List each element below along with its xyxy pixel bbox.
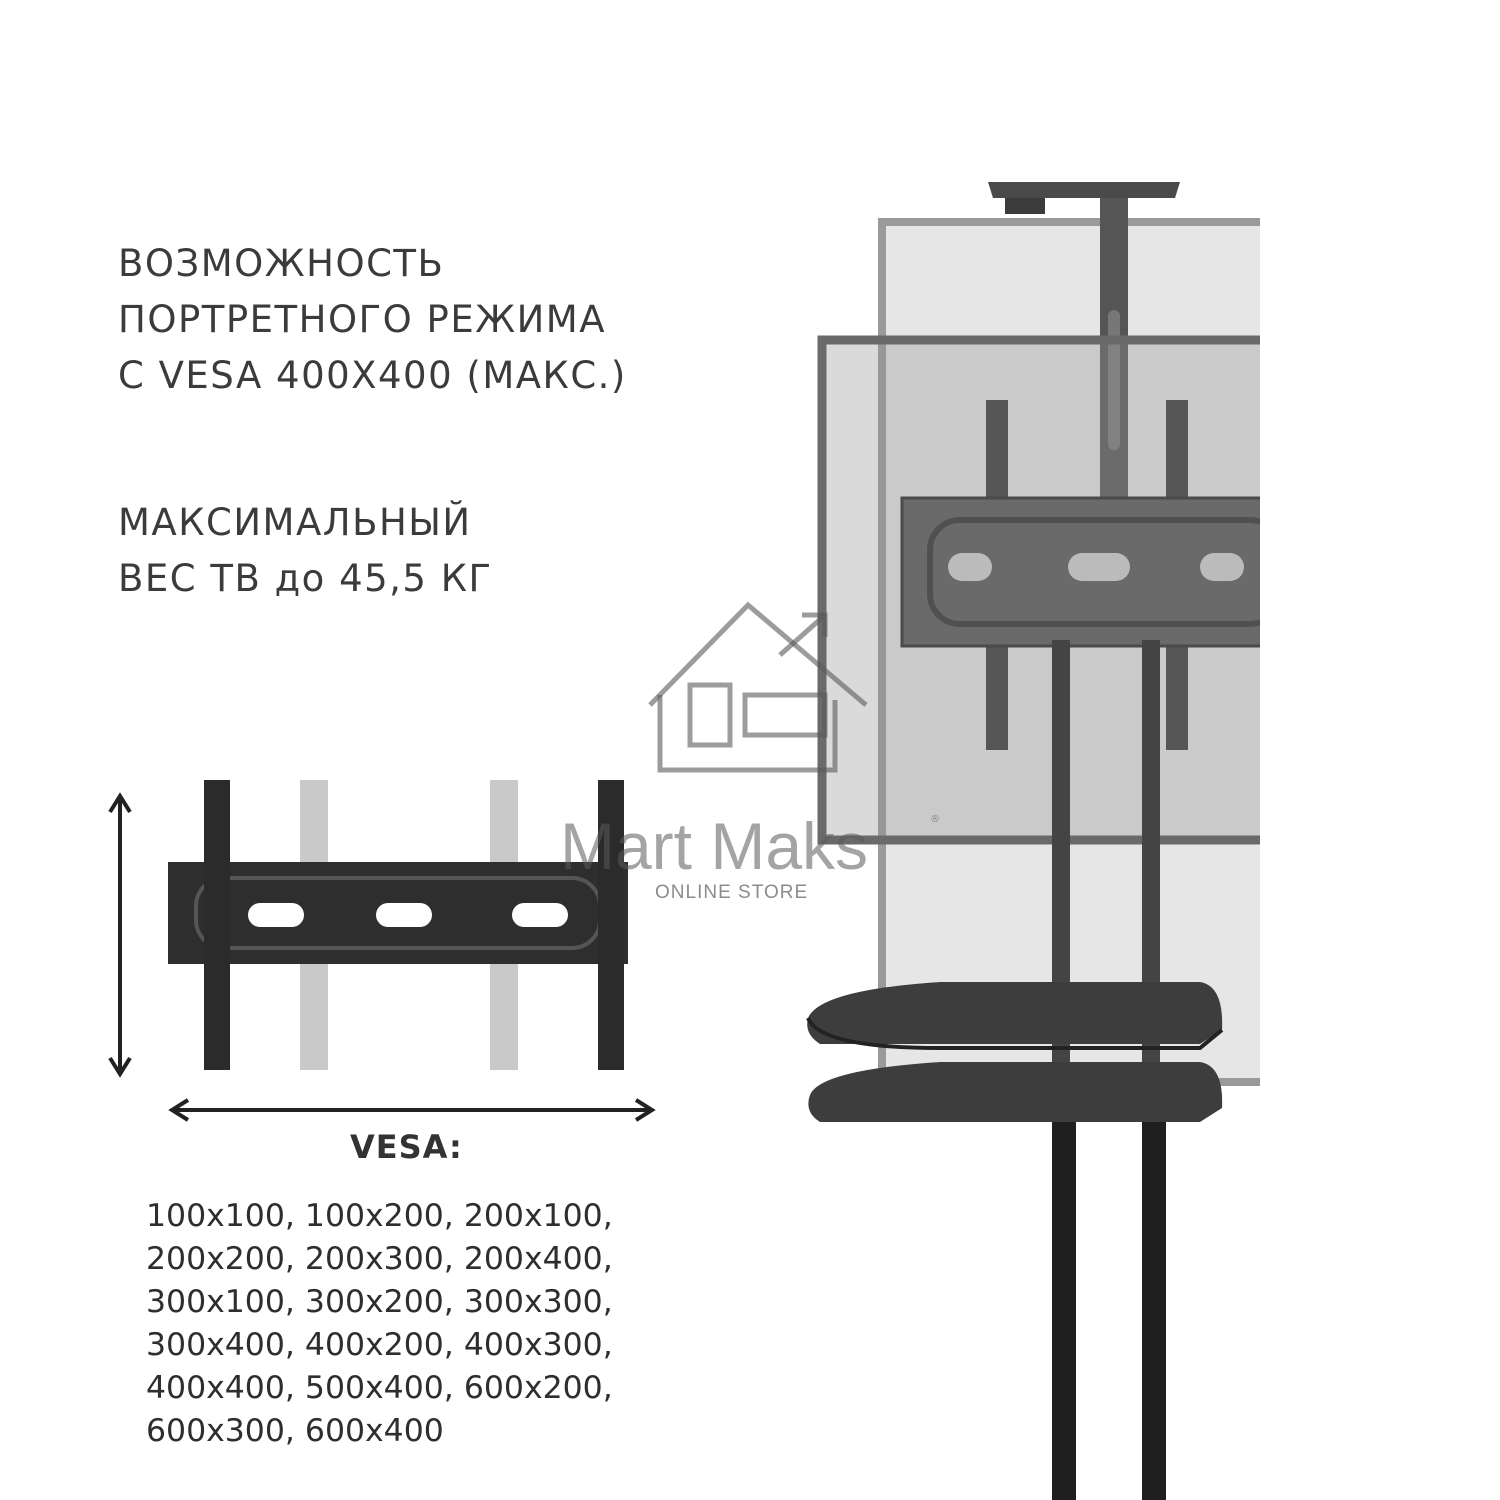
max-weight-heading: МАКСИМАЛЬНЫЙ ВЕС ТВ до 45,5 КГ <box>118 495 493 607</box>
heading-line: ПОРТРЕТНОГО РЕЖИМА <box>118 298 607 341</box>
house-logo-icon <box>648 601 868 773</box>
watermark-registered: ® <box>930 814 940 825</box>
vesa-line: 600x300, 600x400 <box>146 1413 444 1449</box>
vesa-line: 100x100, 100x200, 200x100, <box>146 1198 613 1234</box>
portrait-mode-heading: ВОЗМОЖНОСТЬ ПОРТРЕТНОГО РЕЖИМА С VESA 40… <box>118 236 627 404</box>
vesa-list: 100x100, 100x200, 200x100, 200x200, 200x… <box>146 1195 613 1453</box>
heading-line: С VESA 400X400 (МАКС.) <box>118 354 627 397</box>
tv-stand-icon <box>806 182 1260 1500</box>
heading-line: ВОЗМОЖНОСТЬ <box>118 242 445 285</box>
vesa-bracket-icon <box>108 780 656 1122</box>
vesa-title: VESA: <box>350 1128 463 1166</box>
heading-line: ВЕС ТВ до 45,5 КГ <box>118 557 493 600</box>
vesa-line: 400x400, 500x400, 600x200, <box>146 1370 613 1406</box>
vesa-line: 300x100, 300x200, 300x300, <box>146 1284 613 1320</box>
vesa-line: 300x400, 400x200, 400x300, <box>146 1327 613 1363</box>
heading-line: МАКСИМАЛЬНЫЙ <box>118 501 472 544</box>
watermark-tagline: ONLINE STORE <box>655 882 809 903</box>
vesa-line: 200x200, 200x300, 200x400, <box>146 1241 613 1277</box>
watermark-brand: Mart Maks <box>560 809 869 883</box>
